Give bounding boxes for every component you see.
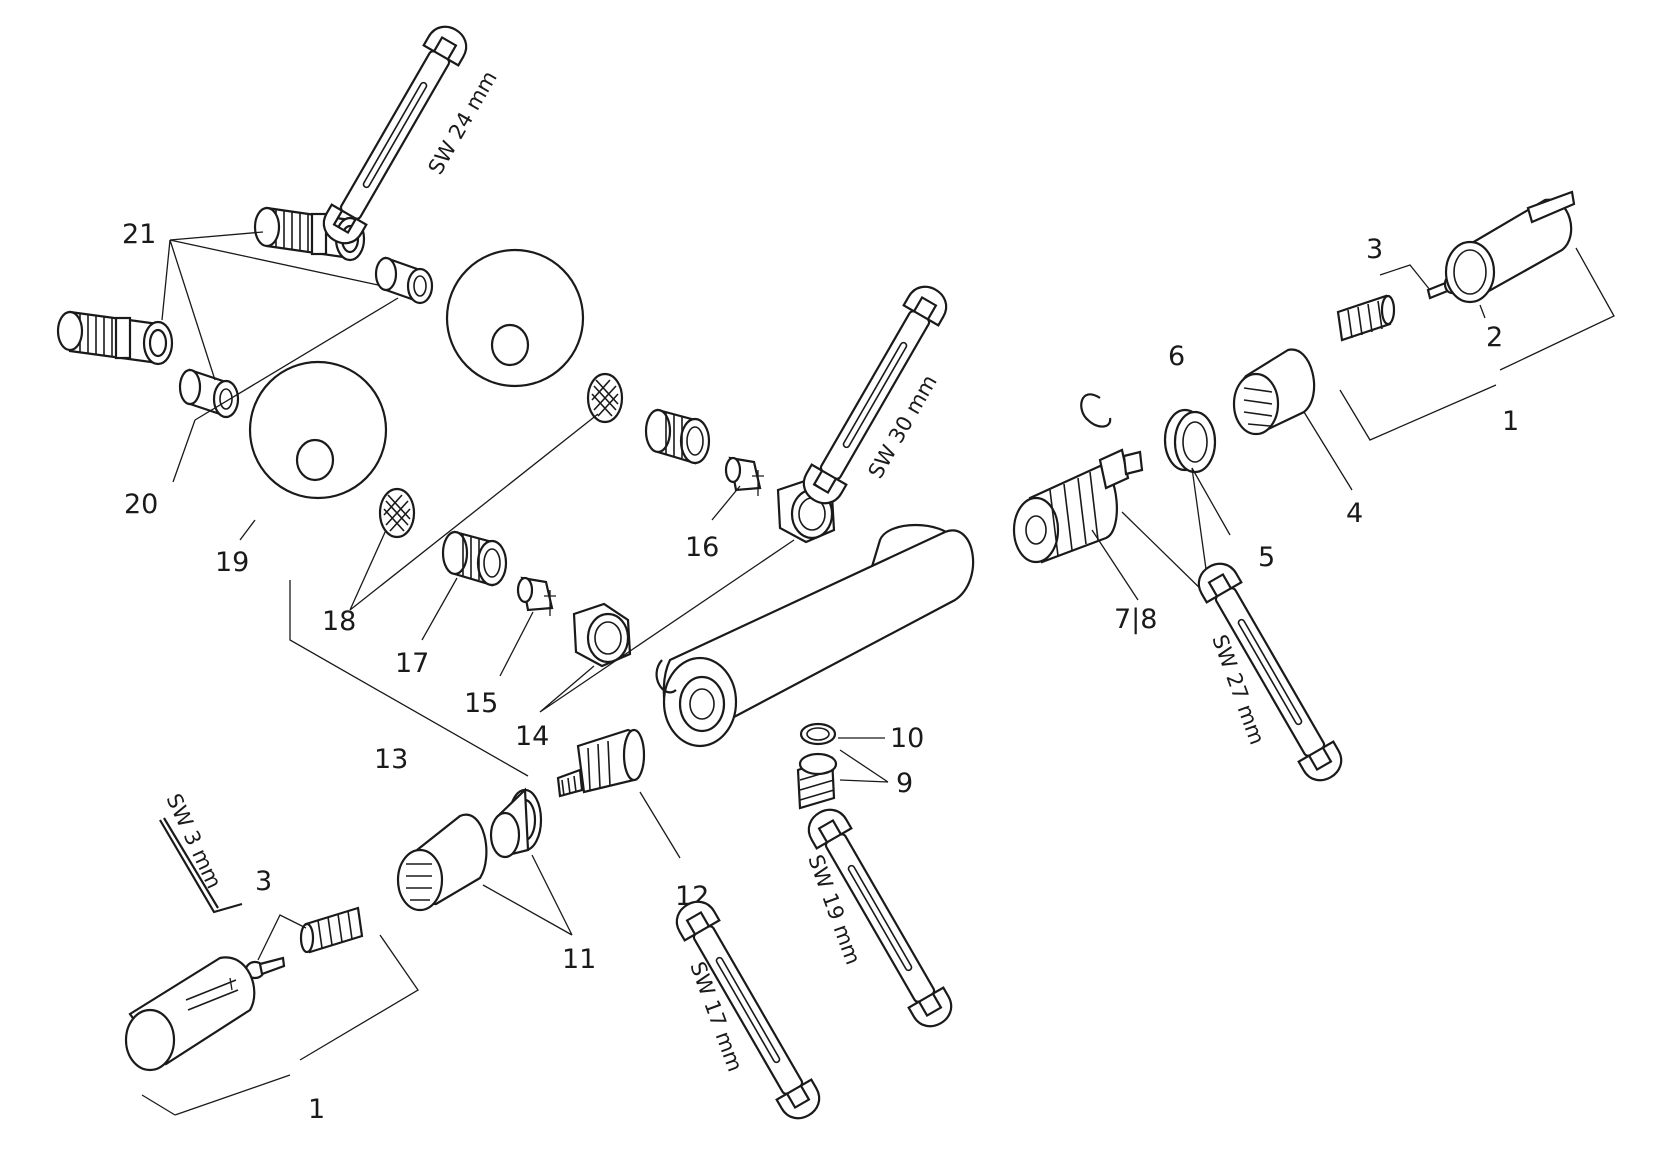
label-7-8: 7|8 [1114, 604, 1157, 635]
leader-4 [1303, 411, 1353, 491]
label-6: 6 [1168, 341, 1185, 372]
leader-left-1-3 [141, 914, 419, 1116]
label-13: 13 [374, 744, 408, 775]
label-9: 9 [896, 768, 913, 799]
leader-right-1-2-3 [1339, 247, 1615, 441]
leader-lines-20-21 [161, 231, 399, 541]
filter-18-upper [586, 372, 624, 424]
nut-14-lower [572, 602, 632, 668]
handle-2 [1444, 190, 1576, 304]
nipple-9 [796, 752, 838, 810]
nipple-20-upper [374, 256, 434, 305]
cartridge-7-8 [1012, 448, 1144, 564]
label-4: 4 [1346, 498, 1363, 529]
label-14: 14 [515, 721, 549, 752]
connector-21-lower [56, 310, 174, 366]
label-20: 20 [124, 489, 158, 520]
leader-7-8 [1091, 529, 1139, 601]
label-15: 15 [464, 688, 498, 719]
label-16: 16 [685, 532, 719, 563]
rosette-upper [445, 248, 585, 388]
adapter-left [299, 906, 364, 954]
thermostat-body [655, 523, 975, 748]
adapter-right [1336, 294, 1396, 342]
filter-18-lower [378, 487, 416, 539]
label-3-left: 3 [255, 866, 272, 897]
rosette-19 [248, 360, 388, 500]
knob-11 [396, 813, 488, 912]
ring-6 [1163, 408, 1217, 474]
label-10: 10 [890, 723, 924, 754]
label-2: 2 [1486, 322, 1503, 353]
label-1-left: 1 [308, 1094, 325, 1125]
check-valve-15 [516, 576, 556, 616]
leader-12 [639, 791, 681, 859]
cartridge-12 [556, 728, 646, 798]
wrench-17-icon [668, 893, 828, 1127]
leader-9 [839, 749, 889, 783]
clip [1080, 393, 1112, 428]
o-ring-10 [799, 722, 837, 746]
label-19: 19 [215, 547, 249, 578]
bushing-upper [644, 408, 711, 465]
leader-lines-13-18 [289, 413, 795, 777]
leader-11 [482, 854, 573, 936]
wrench-27-icon [1190, 555, 1350, 789]
label-11: 11 [562, 944, 596, 975]
screw-3-left [244, 956, 286, 980]
check-valve-16 [724, 456, 764, 496]
label-5: 5 [1258, 542, 1275, 573]
bushing-17 [441, 530, 508, 587]
leader-7-8-right [1121, 511, 1211, 599]
label-18: 18 [322, 606, 356, 637]
ring-11 [489, 787, 543, 859]
label-17: 17 [395, 648, 429, 679]
nipple-20-lower [178, 368, 240, 419]
knob-4 [1232, 348, 1316, 436]
label-3-right: 3 [1366, 234, 1383, 265]
handle-left [124, 956, 256, 1072]
label-21: 21 [122, 219, 156, 250]
hex-key-3-icon [159, 817, 243, 914]
label-1-right: 1 [1502, 406, 1519, 437]
